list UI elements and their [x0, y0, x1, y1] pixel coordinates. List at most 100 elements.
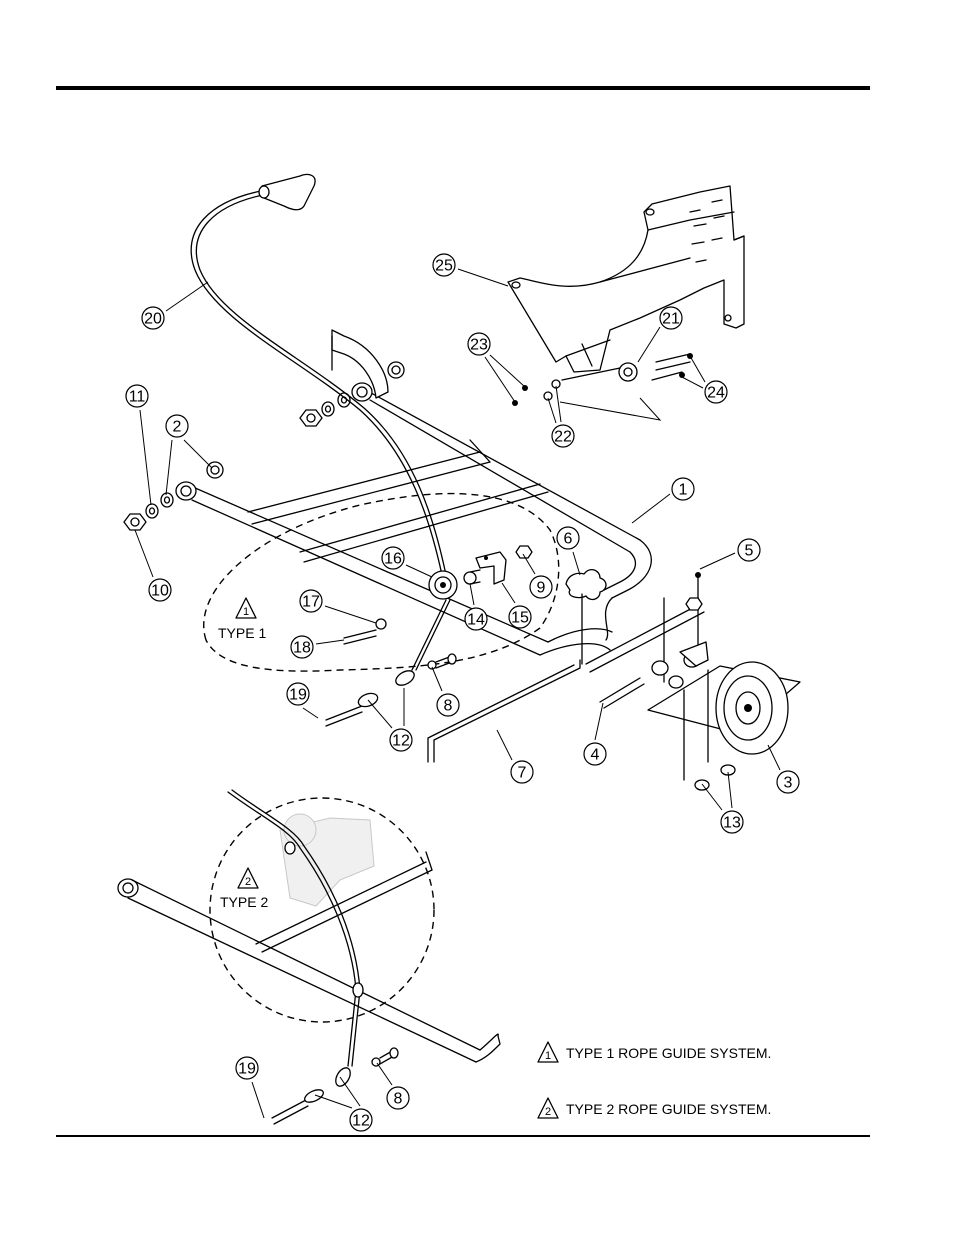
- callout-number: 17: [302, 594, 320, 611]
- leader-line: [303, 708, 318, 718]
- callout-number: 23: [470, 337, 488, 354]
- leader-line: [548, 398, 556, 423]
- left-nut-washer-stack: [124, 493, 173, 530]
- top-rule: [56, 86, 870, 90]
- callout-number: 4: [591, 747, 600, 764]
- callout-number: 7: [518, 765, 527, 782]
- callout-13: 13: [721, 811, 743, 833]
- guide-fasteners: [512, 353, 693, 420]
- callout-number: 22: [554, 429, 572, 446]
- callout-number: 2: [173, 419, 182, 436]
- leader-line: [166, 440, 172, 495]
- legend-2-number: 2: [545, 1106, 551, 1118]
- callout-number: 6: [564, 531, 573, 548]
- leader-line: [325, 606, 376, 623]
- leader-line: [166, 282, 208, 311]
- callout-8: 8: [387, 1087, 409, 1109]
- callout-number: 5: [745, 543, 754, 560]
- type-2-detail: [118, 790, 500, 1124]
- callout-21: 21: [660, 307, 682, 329]
- callout-5: 5: [738, 539, 760, 561]
- callout-number: 20: [144, 311, 162, 328]
- callout-number: 12: [392, 733, 410, 750]
- callout-9: 9: [530, 576, 552, 598]
- callout-number: 8: [444, 698, 453, 715]
- leader-line: [316, 640, 344, 644]
- leader-line: [135, 530, 153, 577]
- callout-19: 19: [287, 683, 309, 705]
- callout-19: 19: [236, 1057, 258, 1079]
- leader-line: [502, 583, 515, 603]
- callout-number: 19: [289, 687, 307, 704]
- callout-25: 25: [433, 254, 455, 276]
- leader-line: [632, 494, 670, 523]
- callout-24: 24: [705, 381, 727, 403]
- callout-2: 2: [166, 415, 188, 437]
- callout-15: 15: [509, 606, 531, 628]
- leader-line: [556, 386, 561, 422]
- callout-number: 14: [467, 612, 485, 629]
- callout-12: 12: [390, 729, 412, 751]
- callout-number: 16: [384, 551, 402, 568]
- type-2-marker-number: 2: [245, 876, 251, 888]
- callout-6: 6: [557, 527, 579, 549]
- leader-line: [497, 730, 512, 760]
- leader-line: [690, 356, 705, 382]
- leader-line: [458, 269, 508, 286]
- leader-line: [140, 410, 151, 505]
- callout-11: 11: [126, 385, 148, 407]
- callout-number: 10: [151, 583, 169, 600]
- callout-4: 4: [584, 743, 606, 765]
- rope-guide-bracket: [508, 186, 744, 372]
- callout-8: 8: [437, 694, 459, 716]
- leader-line: [680, 376, 703, 388]
- legend-1-text: TYPE 1 ROPE GUIDE SYSTEM.: [566, 1045, 771, 1061]
- starter-rope: [191, 174, 446, 575]
- leader-line: [340, 1077, 360, 1106]
- callout-20: 20: [142, 307, 164, 329]
- callout-number: 9: [537, 580, 546, 597]
- bottom-rule: [56, 1135, 870, 1137]
- type-2-label: TYPE 2: [220, 894, 268, 910]
- callout-1: 1: [672, 478, 694, 500]
- callout-22: 22: [552, 425, 574, 447]
- callout-number: 24: [707, 385, 725, 402]
- callout-12: 12: [350, 1109, 372, 1131]
- wheel-assembly: [428, 570, 800, 790]
- leader-line: [573, 552, 580, 575]
- leader-line: [768, 745, 780, 770]
- leader-line: [700, 553, 735, 569]
- callout-16: 16: [382, 547, 404, 569]
- leader-line: [728, 772, 732, 808]
- type-1-marker-number: 1: [243, 606, 249, 618]
- callout-number: 1: [679, 482, 688, 499]
- callout-number: 18: [293, 640, 311, 657]
- leader-line: [702, 784, 722, 810]
- callout-number: 19: [238, 1061, 256, 1078]
- callout-number: 11: [129, 389, 146, 406]
- callout-number: 12: [352, 1113, 370, 1130]
- callout-17: 17: [300, 590, 322, 612]
- callout-number: 15: [511, 610, 529, 627]
- callout-7: 7: [511, 761, 533, 783]
- leader-line: [377, 1063, 392, 1085]
- leader-line: [368, 700, 392, 728]
- callout-number: 13: [723, 815, 741, 832]
- leader-line: [252, 1082, 264, 1118]
- callout-10: 10: [149, 579, 171, 601]
- callout-number: 3: [784, 775, 793, 792]
- leader-line: [638, 327, 660, 362]
- type-1-label: TYPE 1: [218, 625, 266, 641]
- callout-number: 21: [662, 311, 680, 328]
- legend-2-text: TYPE 2 ROPE GUIDE SYSTEM.: [566, 1101, 771, 1117]
- leader-line: [490, 355, 525, 387]
- callout-14: 14: [465, 608, 487, 630]
- legend-1-number: 1: [545, 1050, 551, 1062]
- leader-line: [470, 584, 474, 605]
- callout-18: 18: [291, 636, 313, 658]
- right-nut-washer-stack: [300, 393, 350, 426]
- rope-eye-fasteners: [326, 654, 456, 726]
- leader-line: [315, 1095, 352, 1108]
- callout-3: 3: [777, 771, 799, 793]
